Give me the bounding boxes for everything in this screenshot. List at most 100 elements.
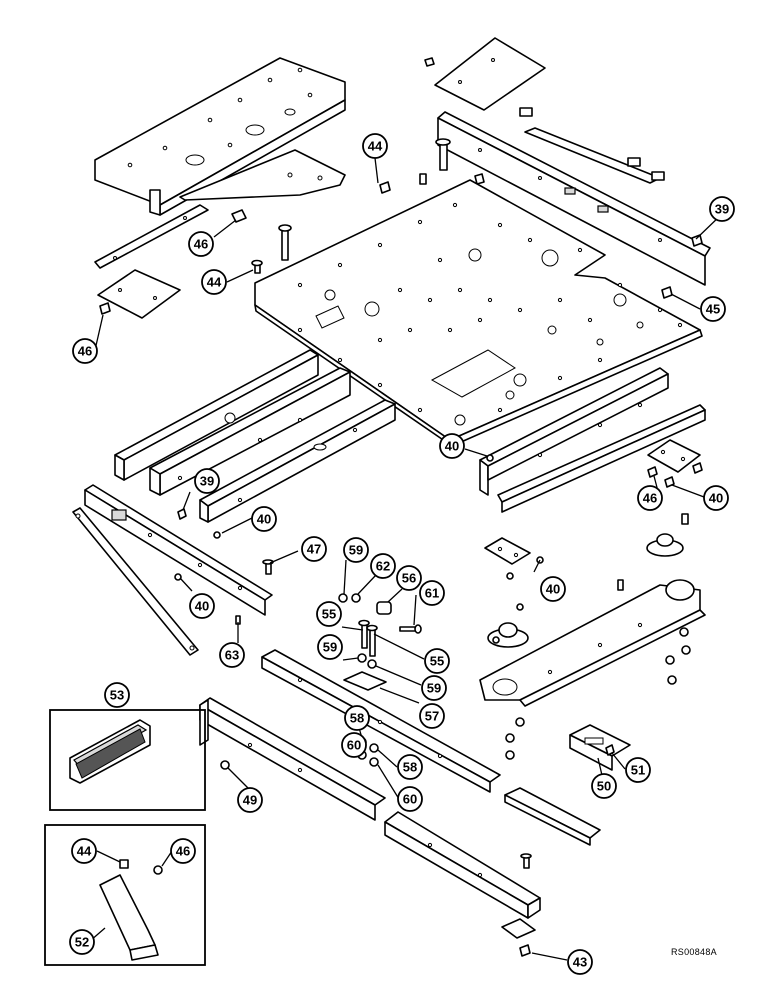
svg-text:58: 58 <box>350 711 364 726</box>
callout-43: 43 <box>567 949 593 975</box>
callout-44: 44 <box>201 269 227 295</box>
callout-55: 55 <box>424 648 450 674</box>
svg-text:57: 57 <box>425 709 439 724</box>
callout-46: 46 <box>170 838 196 864</box>
leader-lines <box>89 157 723 961</box>
callout-58: 58 <box>344 705 370 731</box>
svg-text:56: 56 <box>402 571 416 586</box>
callout-40: 40 <box>703 485 729 511</box>
rubber-isolator-mounts <box>484 513 689 648</box>
svg-text:59: 59 <box>323 640 337 655</box>
center-lower-rail <box>199 697 386 821</box>
triangular-gusset-plate <box>179 149 346 201</box>
svg-text:60: 60 <box>347 738 361 753</box>
inset-frame-52 <box>44 824 206 966</box>
callout-50: 50 <box>591 773 617 799</box>
callout-55: 55 <box>316 601 342 627</box>
callout-59: 59 <box>421 675 447 701</box>
left-bolts <box>99 209 292 315</box>
svg-text:46: 46 <box>78 344 92 359</box>
svg-text:63: 63 <box>225 648 239 663</box>
callout-47: 47 <box>301 536 327 562</box>
right-lower-angle <box>504 787 601 846</box>
left-channel-rails <box>114 349 494 539</box>
svg-text:40: 40 <box>257 512 271 527</box>
callout-51: 51 <box>625 757 651 783</box>
svg-text:50: 50 <box>597 779 611 794</box>
svg-text:46: 46 <box>176 844 190 859</box>
svg-text:46: 46 <box>643 491 657 506</box>
callout-40: 40 <box>251 506 277 532</box>
rubber-strip <box>519 107 665 184</box>
left-strip-bar <box>94 204 209 269</box>
svg-text:55: 55 <box>322 607 336 622</box>
small-square-plate <box>97 269 181 319</box>
callout-56: 56 <box>396 565 422 591</box>
svg-text:52: 52 <box>75 935 89 950</box>
callout-39: 39 <box>709 196 735 222</box>
callout-45: 45 <box>700 296 726 322</box>
callout-52: 52 <box>69 929 95 955</box>
svg-text:59: 59 <box>349 543 363 558</box>
svg-text:53: 53 <box>110 688 124 703</box>
callout-46: 46 <box>637 485 663 511</box>
callout-44: 44 <box>71 838 97 864</box>
callout-60: 60 <box>341 732 367 758</box>
right-mount-plate <box>647 439 703 488</box>
callout-59: 59 <box>343 537 369 563</box>
diagonal-brace <box>72 507 199 656</box>
svg-text:43: 43 <box>573 955 587 970</box>
right-washers <box>505 627 691 760</box>
callout-62: 62 <box>370 553 396 579</box>
right-u-bracket <box>569 724 631 771</box>
callout-40: 40 <box>540 576 566 602</box>
right-angle-bar <box>435 111 711 286</box>
drawing-reference-code: RS00848A <box>671 947 717 957</box>
svg-text:47: 47 <box>307 542 321 557</box>
callout-53: 53 <box>104 682 130 708</box>
callout-58: 58 <box>397 754 423 780</box>
bottom-long-rail <box>384 811 541 957</box>
callout-46: 46 <box>72 338 98 364</box>
upper-right-cover-plate <box>424 37 546 111</box>
callout-40: 40 <box>439 433 465 459</box>
right-crossmember-beam <box>479 579 706 707</box>
svg-text:39: 39 <box>715 202 729 217</box>
callout-49: 49 <box>237 787 263 813</box>
right-side-rails <box>479 367 706 513</box>
svg-text:40: 40 <box>195 599 209 614</box>
svg-text:46: 46 <box>194 237 208 252</box>
svg-text:58: 58 <box>403 760 417 775</box>
svg-text:40: 40 <box>546 582 560 597</box>
svg-text:62: 62 <box>376 559 390 574</box>
mesh-screen-panel <box>69 719 151 784</box>
svg-text:49: 49 <box>243 793 257 808</box>
svg-text:44: 44 <box>207 275 222 290</box>
upper-left-deck-panel <box>94 57 346 216</box>
main-floor-plate <box>254 173 703 447</box>
callouts: 44 46 44 46 39 45 40 46 40 39 40 47 59 6… <box>69 133 735 975</box>
svg-text:44: 44 <box>368 139 383 154</box>
svg-text:51: 51 <box>631 763 645 778</box>
center-floor-strip <box>261 649 501 793</box>
callout-61: 61 <box>419 580 445 606</box>
svg-text:60: 60 <box>403 792 417 807</box>
callout-39: 39 <box>194 468 220 494</box>
callout-46: 46 <box>188 231 214 257</box>
callout-59: 59 <box>317 634 343 660</box>
svg-text:59: 59 <box>427 681 441 696</box>
left-long-channel <box>84 484 273 616</box>
callout-44: 44 <box>362 133 388 159</box>
callout-40: 40 <box>189 593 215 619</box>
svg-text:44: 44 <box>77 844 92 859</box>
support-bracket-52 <box>99 859 163 961</box>
svg-text:45: 45 <box>706 302 720 317</box>
inset-frame-53 <box>49 709 206 811</box>
svg-text:61: 61 <box>425 586 439 601</box>
svg-text:40: 40 <box>709 491 723 506</box>
svg-text:55: 55 <box>430 654 444 669</box>
svg-text:40: 40 <box>445 439 459 454</box>
callout-63: 63 <box>219 642 245 668</box>
callout-60: 60 <box>397 786 423 812</box>
